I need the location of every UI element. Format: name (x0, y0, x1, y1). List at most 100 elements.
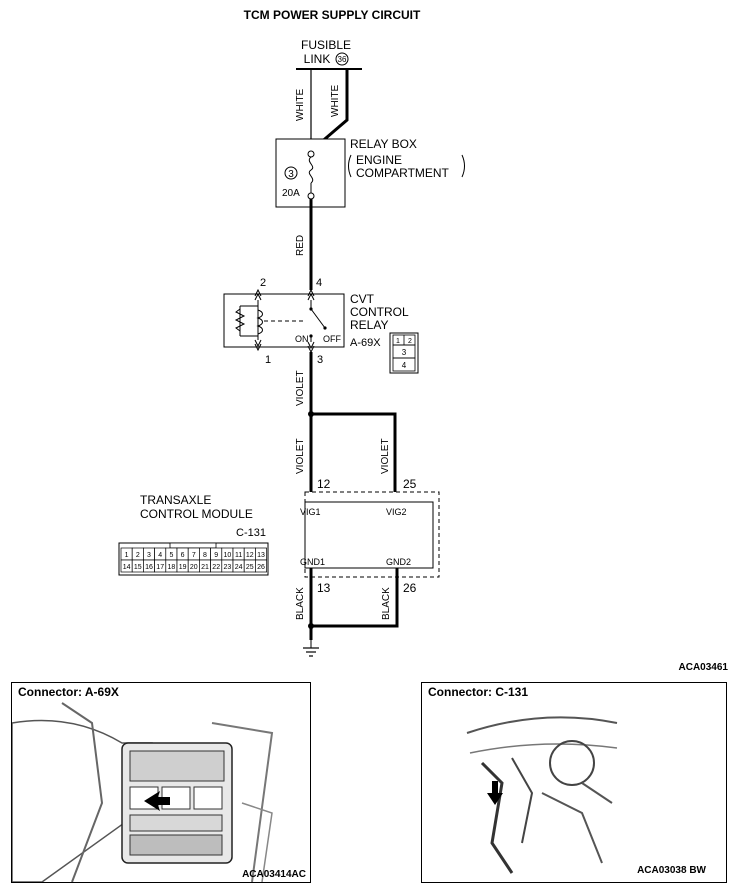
fuse-terminal-bottom (307, 192, 315, 200)
wire-label-red: RED (295, 235, 306, 256)
connector-pin-label: 3 (147, 552, 151, 559)
fusible-link-number-circle (335, 52, 349, 66)
connector-pin-label: 26 (257, 564, 265, 571)
tcm-pin-12: 12 (317, 477, 331, 491)
connector-pin-cell (255, 559, 267, 573)
photo-harness-2 (511, 757, 534, 844)
wire-label-violet-right: VIOLET (380, 438, 391, 474)
photo-fuse-strip-2 (129, 834, 223, 856)
connector-pin-label: 12 (246, 552, 254, 559)
engine-compartment-photo (12, 701, 310, 882)
relay-box-label-3: COMPARTMENT (356, 166, 450, 180)
tcm-label-2: CONTROL MODULE (140, 507, 253, 521)
tcm-label-1: TRANSAXLE (140, 493, 211, 507)
connector-pin-label: 19 (179, 564, 187, 571)
connector-pin-label: 22 (212, 564, 220, 571)
relay-pin-4: 4 (316, 277, 322, 289)
relay-off-label: OFF (323, 334, 341, 344)
photo-fuse-row (129, 750, 225, 782)
connector-panel-a69x: Connector: A-69X ACA03414AC (11, 682, 311, 883)
connector-pin-label: 10 (224, 552, 232, 559)
photo-dash-mid (469, 743, 618, 754)
fuse-number-circle (284, 166, 298, 180)
tcm-connector-key (169, 542, 217, 549)
location-arrow-icon (487, 781, 503, 805)
wire-violet-branch (311, 412, 397, 492)
resistor-zigzag (234, 308, 246, 332)
fusible-link-number: 36 (338, 55, 347, 64)
connector-pin-label: 14 (123, 564, 131, 571)
relay-pin-2: 2 (260, 277, 266, 289)
cvt-relay-label-1: CVT (350, 292, 375, 306)
photo-harness-3 (541, 792, 603, 864)
relay-box-label-1: RELAY BOX (350, 137, 417, 151)
photo-harness-1 (480, 761, 514, 874)
fuse-rating: 20A (282, 188, 300, 199)
fuse-terminal-top (307, 150, 315, 158)
tcm-connector-label: C-131 (236, 527, 266, 539)
relay-pin-4-mark (307, 288, 315, 301)
dashboard-photo (462, 703, 622, 874)
photo-line-3 (211, 722, 274, 882)
tcm-gnd1: GND1 (300, 557, 325, 567)
tcm-pin-26: 26 (403, 581, 417, 595)
connector-pin-label: 21 (201, 564, 209, 571)
wire-label-black-right: BLACK (381, 587, 392, 620)
fusible-link-label-2: LINK (304, 52, 331, 66)
connector-pin-label: 1 (125, 552, 129, 559)
splice-black (308, 623, 314, 629)
tcm-pin-13: 13 (317, 581, 331, 595)
tcm-box (304, 501, 434, 569)
panel-code-c131: ACA03038 BW (637, 865, 706, 876)
photo-line-4 (241, 802, 273, 882)
connector-pin-label: 15 (134, 564, 142, 571)
cvt-relay-label-3: RELAY (350, 318, 388, 332)
photo-line-2 (61, 702, 104, 882)
switch-arm (310, 308, 326, 329)
connector-pin-label: 25 (246, 564, 254, 571)
relay-connector-pin-4: 4 (402, 361, 407, 370)
cvt-relay-connector: A-69X (350, 337, 381, 349)
cvt-relay-label-2: CONTROL (350, 305, 409, 319)
fusible-link-label-1: FUSIBLE (301, 38, 351, 52)
relay-box-paren-right (461, 154, 465, 178)
connector-pin-label: 11 (235, 552, 242, 559)
location-arrow-icon (144, 791, 170, 811)
diagram-title: TCM POWER SUPPLY CIRCUIT (244, 8, 421, 22)
connector-pin-label: 7 (192, 552, 196, 559)
relay-connector-pin-2: 2 (408, 338, 412, 345)
connector-pin-label: 6 (181, 552, 185, 559)
fuse-element (308, 156, 314, 184)
relay-pin-1-mark (254, 339, 262, 352)
cvt-relay-box (223, 293, 345, 348)
tcm-gnd2: GND2 (386, 557, 411, 567)
connector-pin-label: 5 (169, 552, 173, 559)
wire-label-black-left: BLACK (295, 587, 306, 620)
relay-coil (256, 309, 263, 335)
panel-title-a69x: Connector: A-69X (18, 685, 119, 699)
relay-connector-pin-1: 1 (396, 338, 400, 345)
panel-code-a69x: ACA03414AC (242, 869, 306, 880)
connector-pin-label: 16 (145, 564, 153, 571)
tcm-pin-25: 25 (403, 477, 417, 491)
connector-pin-label: 9 (214, 552, 218, 559)
relay-box-label-2: ENGINE (356, 153, 402, 167)
wire-black-right (311, 568, 399, 628)
relay-pin-3: 3 (317, 354, 323, 366)
connector-pin-label: 13 (257, 552, 265, 559)
panel-title-c131: Connector: C-131 (428, 685, 529, 699)
relay-connector-pin-3: 3 (402, 348, 407, 357)
tcm-vig1: VIG1 (300, 507, 321, 517)
connector-pin-label: 20 (190, 564, 198, 571)
steering-wheel-photo (549, 740, 595, 786)
splice-violet (308, 411, 314, 417)
wire-label-white-right: WHITE (330, 84, 341, 117)
relay-connector-row-3 (392, 357, 416, 372)
wire-label-white-left: WHITE (295, 88, 306, 121)
relay-pin-1: 1 (265, 354, 271, 366)
photo-bg-right (462, 703, 622, 873)
connector-pin-label: 18 (168, 564, 176, 571)
connector-pin-label: 24 (235, 564, 243, 571)
fuse-number: 3 (288, 169, 294, 180)
